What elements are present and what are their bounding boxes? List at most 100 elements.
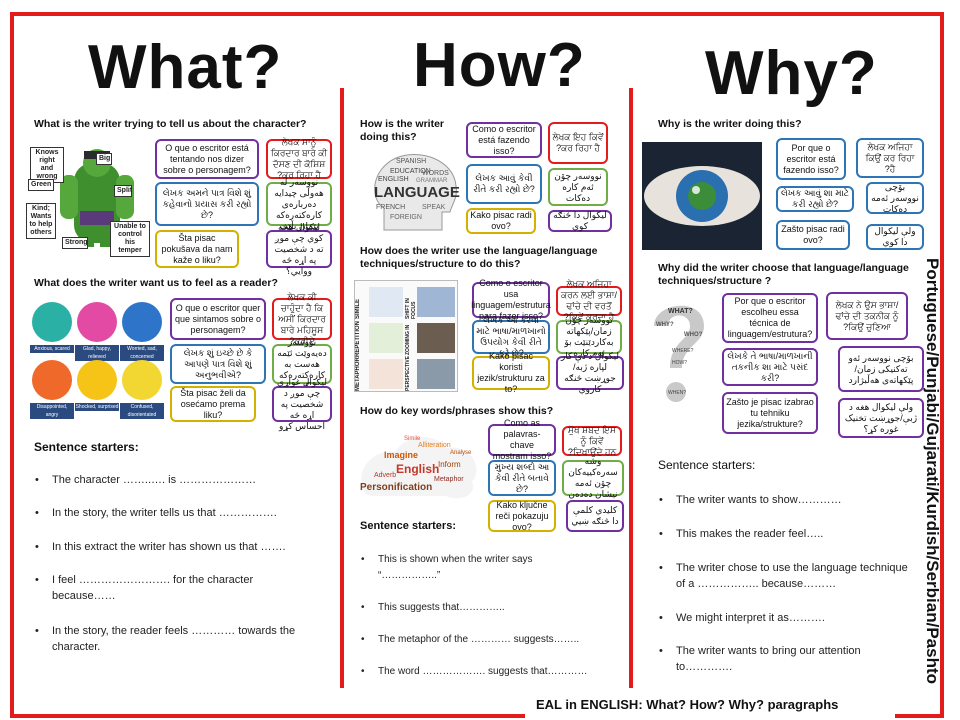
hulk-illustration: Knows right and wrong Big Split Green Ki… xyxy=(26,145,158,257)
how-q3-kurdish-box: وشە سەرەکییەکان چۆن ئەمە نیشان دەدەن xyxy=(562,456,624,499)
head-word: EDUCATION xyxy=(390,168,431,175)
heading-what: What? xyxy=(88,33,283,102)
qmark-word: HOW? xyxy=(672,360,687,366)
what-starter: •I feel ……………………. for the character beca… xyxy=(35,574,254,602)
qmark-word: WHERE? xyxy=(672,348,694,354)
language-head-image: LANGUAGE SPANISH EDUCATION ENGLISH FRENC… xyxy=(366,150,466,234)
why-q2-punjabi-box: ਲੇਖਕ ਨੇ ਉਸ ਭਾਸ਼ਾ/ਢਾਂਚੇ ਦੀ ਤਕਨੀਕ ਨੂੰ ਕਿਉਂ… xyxy=(826,292,908,340)
starter-text: The writer wants to bring our attention … xyxy=(676,645,861,673)
what-starter: •In the story, the reader feels ………… tow… xyxy=(35,625,296,653)
technique-card xyxy=(369,287,403,317)
how-q1-portuguese-box: Como o escritor está fazendo isso? xyxy=(466,122,542,158)
how-question-1: How is the writer doing this? xyxy=(360,118,445,143)
page-frame xyxy=(10,12,944,718)
starter-text: This makes the reader feel….. xyxy=(676,528,824,540)
starter-text: The word ………………. suggests that………… xyxy=(378,666,588,677)
emotion-label: Shocked, surprised xyxy=(75,403,119,411)
happy-face-icon xyxy=(77,302,117,342)
hulk-tag: Strong xyxy=(62,237,88,249)
starter-text: In the story, the writer tells us that …… xyxy=(52,507,277,519)
cloud-word: Inform xyxy=(438,460,461,469)
how-q2-punjabi-box: ਲੇਖਕ ਅਜਿਹਾ ਕਰਨ ਲਈ ਭਾਸ਼ਾ/ਢਾਂਚੇ ਦੀ ਵਰਤੋਂ ਕ… xyxy=(556,279,622,322)
footer-gap xyxy=(525,700,895,720)
why-starter: •This makes the reader feel….. xyxy=(659,528,824,540)
qmark-word: WHY? xyxy=(656,322,674,328)
what-q1-kurdish-box: نووسەر لە هەوڵی چیدایە دەربارەی کارەکتەر… xyxy=(266,177,332,231)
how-q1-serbian-box: Kako pisac radi ovo? xyxy=(466,208,536,234)
hulk-tag: Unable to control his temper xyxy=(110,221,150,257)
starter-text: In this extract the writer has shown us … xyxy=(52,541,286,553)
heading-how: How? xyxy=(413,31,586,100)
head-word: ENGLISH xyxy=(378,176,409,183)
why-q2-gujarati-box: લેખકે તે ભાષા/માળખાની તકનીક શા માટે પસંદ… xyxy=(722,348,818,386)
what-starter: •In the story, the writer tells us that … xyxy=(35,507,277,519)
anxious-face-icon xyxy=(32,302,72,342)
question-mark-words-image: WHAT? WHY? WHO? WHERE? WHEN? HOW? xyxy=(648,296,710,412)
cloud-word: English xyxy=(396,462,440,476)
what-q2-pashto-box: لیکوال غواړي چې موږ د شخصیت په اړه څه اح… xyxy=(272,377,332,431)
confused-face-icon xyxy=(122,360,162,400)
cloud-word: Imagine xyxy=(384,450,419,460)
how-q1-kurdish-box: نووسەر چۆن ئەم کارە دەکات xyxy=(548,168,608,206)
technique-label: REPETITION xyxy=(355,320,361,357)
starter-text: This is shown when the writer says “…………… xyxy=(378,554,533,581)
techniques-grid-image: SIMILE REPETITION METAPHOR SHIFT IN FOCU… xyxy=(354,280,458,392)
column-divider-right xyxy=(629,88,633,688)
head-word: SPEAK xyxy=(422,204,446,211)
hulk-tag: Green xyxy=(28,179,54,191)
how-sentence-starters-heading: Sentence starters: xyxy=(360,520,456,532)
technique-label: PERSPECTIVE xyxy=(405,355,411,391)
starter-text: The metaphor of the ………… suggests…….. xyxy=(378,634,580,645)
technique-card xyxy=(417,359,455,389)
emotion-label: Disappointed, angry xyxy=(30,403,74,419)
why-starter: •The writer chose to use the language te… xyxy=(659,562,908,590)
technique-label: METAPHOR xyxy=(355,357,361,391)
what-q2-punjabi-box: ਲੇਖਕ ਕੀ ਚਾਹੁੰਦਾ ਹੈ ਕਿ ਅਸੀਂ ਕਿਰਦਾਰ ਬਾਰੇ ਮ… xyxy=(272,292,332,346)
why-q1-kurdish-box: بۆچی نووسەر ئەمە دەکات xyxy=(866,182,924,214)
qmark-word: WHAT? xyxy=(668,308,693,315)
why-starter: •The writer wants to bring our attention… xyxy=(659,645,861,673)
technique-label: SIMILE xyxy=(355,298,361,319)
head-word: GRAMMAR xyxy=(416,178,448,184)
how-q3-serbian-box: Kako ključne reči pokazuju ovo? xyxy=(488,500,556,532)
what-sentence-starters-heading: Sentence starters: xyxy=(34,440,139,454)
technique-card xyxy=(369,359,403,389)
qmark-word: WHO? xyxy=(684,332,703,338)
cloud-word: Analyse xyxy=(450,450,472,456)
footer-title: EAL in ENGLISH: What? How? Why? paragrap… xyxy=(536,697,839,712)
hulk-tag: Split xyxy=(114,185,132,197)
why-sentence-starters-heading: Sentence starters: xyxy=(658,458,756,472)
why-starter: •We might interpret it as………. xyxy=(659,612,825,624)
how-starter: •This suggests that………….. xyxy=(361,602,505,613)
what-starter: •The character ……..…. is ………………… xyxy=(35,474,257,486)
heading-why: Why? xyxy=(705,39,878,108)
what-q2-serbian-box: Šta pisac želi da osećamo prema liku? xyxy=(170,386,256,422)
angry-face-icon xyxy=(32,360,72,400)
how-q2-serbian-box: Kako pisac koristi jezik/strukturu za to… xyxy=(472,351,550,394)
hulk-tag: Kind; Wants to help others xyxy=(26,203,56,239)
why-q2-portuguese-box: Por que o escritor escolheu essa técnica… xyxy=(722,293,818,343)
word-cloud-image: English Imagine Personification Allitera… xyxy=(354,430,484,504)
what-q1-portuguese-box: O que o escritor está tentando nos dizer… xyxy=(155,139,259,179)
emotion-label: Glad, happy, relieved xyxy=(75,345,119,361)
why-question-1: Why is the writer doing this? xyxy=(658,118,802,130)
starter-text: We might interpret it as………. xyxy=(676,612,825,624)
how-q1-punjabi-box: ਲੇਖਕ ਇਹ ਕਿਵੇਂ ਕਰ ਰਿਹਾ ਹੈ? xyxy=(548,122,608,164)
head-word: LANGUAGE xyxy=(374,184,460,201)
starter-text: The character ……..…. is ………………… xyxy=(52,474,257,486)
what-q2-portuguese-box: O que o escritor quer que sintamos sobre… xyxy=(170,298,266,340)
technique-card xyxy=(369,323,403,353)
what-q1-pashto-box: لیکوال هڅه کوي چې موږ ته د شخصیت په اړه … xyxy=(266,222,332,276)
cloud-word: Personification xyxy=(360,482,433,493)
why-q1-pashto-box: ولې لیکوال دا کوي xyxy=(866,224,924,250)
how-starter: •The word ………………. suggests that………… xyxy=(361,666,588,677)
starter-text: I feel ……………………. for the character becau… xyxy=(52,574,254,602)
sad-face-icon xyxy=(122,302,162,342)
why-q1-portuguese-box: Por que o escritor está fazendo isso? xyxy=(776,138,846,180)
how-question-2: How does the writer use the language/lan… xyxy=(360,245,598,270)
how-question-3: How do key words/phrases show this? xyxy=(360,405,554,417)
emotion-label: Confused, disorientated xyxy=(120,403,164,419)
cloud-word: Adverb xyxy=(374,472,397,479)
emotion-label: Worried, sad, concerned xyxy=(120,345,164,361)
what-q1-serbian-box: Šta pisac pokušava da nam kaže o liku? xyxy=(155,230,239,268)
